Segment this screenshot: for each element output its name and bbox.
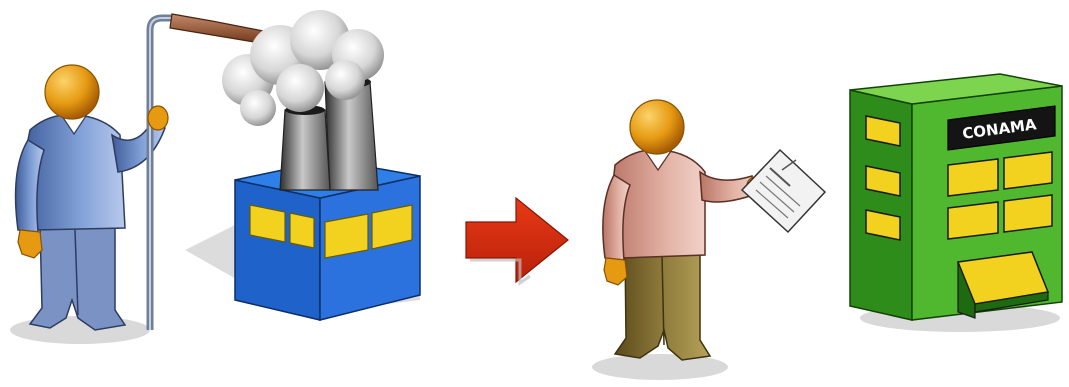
arrow-right-icon bbox=[466, 198, 568, 283]
person-blue-figure bbox=[10, 65, 165, 344]
person-blue-head bbox=[45, 65, 99, 119]
person-pink-head bbox=[630, 100, 684, 154]
chimney-left bbox=[280, 110, 330, 190]
conama-building: CONAMA bbox=[850, 74, 1062, 332]
document-icon bbox=[742, 150, 825, 232]
person-pink-figure bbox=[592, 100, 765, 380]
factory bbox=[185, 10, 420, 320]
person-pink-shadow bbox=[592, 354, 728, 380]
